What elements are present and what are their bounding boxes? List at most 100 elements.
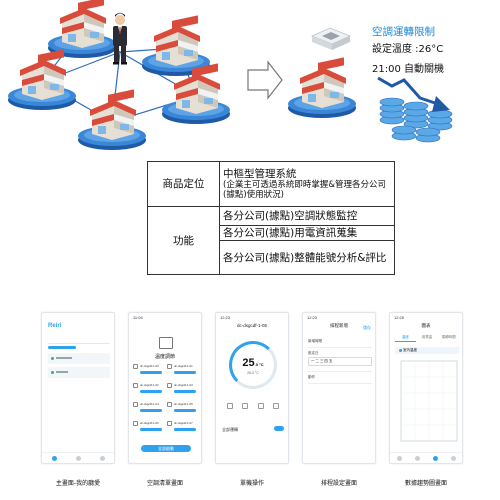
schedule-annotation: 21:00 自動關機 [372,64,444,75]
status-bar [42,313,114,321]
field-action[interactable]: 動作 [308,375,315,379]
timer-icon[interactable] [273,403,280,409]
function-row-3: 各分公司(據點)整體能號分析&評比 [148,240,395,275]
status-dot-icon [51,371,54,374]
tab-temperature[interactable]: 溫度 [395,335,416,342]
setpoint-annotation: 設定溫度 :26°C [372,44,444,55]
ac-unit-label: dc-dsgcdf-1-03 [174,383,193,387]
ac-unit-icon [133,421,138,426]
caption-home: 主畫面-我的廳愛 [55,480,101,487]
product-table: 商品定位 中樞型管理系統 (企業主可透過系統即時掌握&管理各分公司(據點)使用狀… [147,161,395,275]
positioning-main: 中樞型管理系統 [223,168,297,180]
nav-list-icon[interactable] [75,455,81,461]
ac-unit-icon [133,402,138,407]
power-toggle[interactable] [274,426,284,431]
brand-logo: Reiri [48,323,62,329]
list-item[interactable] [48,353,110,364]
chart-tabs: 溫度 用電量 運轉時間 [395,335,459,342]
ac-unit-card[interactable]: dc-dsgcdf-1-06 [133,420,165,436]
ac-unit-card[interactable]: dc-dsgcdf-1-01 [167,363,199,379]
ac-unit-icon [167,383,172,388]
ac-unit-status-bar [140,390,162,393]
tab-power[interactable]: 用電量 [421,335,433,339]
nav-settings-icon[interactable] [450,455,456,461]
positioning-content: 中樞型管理系統 (企業主可透過系統即時掌握&管理各分公司(據點)使用狀況) [219,161,395,207]
screen-trend-chart: 12:25 圖表 溫度 用電量 運轉時間 室內溫度 [389,312,463,464]
ac-unit-label: dc-dsgcdf-1-00 [140,364,159,368]
weekday-picker[interactable]: 一 二 三 四 五 [308,357,372,366]
mode-icon[interactable] [226,403,233,409]
screen-ac-list: 11:04 溫度調節 dc-dsgcdf-1-00 dc-dsgcdf-1-01 d… [128,312,202,464]
ceiling-ac-icon [310,27,352,50]
positioning-row: 商品定位 中樞型管理系統 (企業主可透過系統即時掌握&管理各分公司(據點)使用狀… [147,161,395,207]
declining-trend-arrow [377,76,450,112]
ac-unit-icon [167,402,172,407]
start-all-button[interactable]: 全部啟動 [141,445,191,452]
ac-unit-icon [159,337,173,349]
bottom-nav [390,452,462,463]
ac-unit-label: dc-dsgcdf-1-07 [174,421,193,425]
field-time[interactable]: 新增時間 [308,339,322,343]
nav-chart-icon[interactable] [432,455,438,461]
trend-chart-svg [400,360,458,442]
ac-unit-icon [133,383,138,388]
ac-unit-status-bar [174,428,196,431]
setpoint-value: 25.0 °C [242,357,264,369]
store-network-illustration: 空調運轉限制 設定溫度 :26°C 21:00 自動關機 [0,0,500,160]
caption-schedule: 排程設定畫面 [320,480,357,487]
ac-unit-card[interactable]: dc-dsgcdf-1-00 [133,363,165,379]
screen-schedule: 12:23 排程新增 儲存 新增時間 設定日 一 二 三 四 五 動作 [302,312,376,464]
ac-unit-status-bar [174,371,196,374]
ac-unit-icon [133,364,138,369]
list-heading: 溫度調節 [154,354,175,360]
ac-unit-card[interactable]: dc-dsgcdf-1-03 [167,382,199,398]
nav-list-icon[interactable] [414,455,420,461]
divider [48,343,110,344]
tab-active[interactable] [48,346,76,349]
save-button[interactable]: 儲存 [363,325,371,330]
ac-unit-status-bar [140,371,162,374]
ac-unit-label: dc-dsgcdf-1-05 [174,402,193,406]
positioning-sub: (企業主可透過系統即時掌握&管理各分公司(據點)使用狀況) [223,180,386,200]
nav-home-icon[interactable] [51,455,57,461]
room-temp: 26.0 °C [247,371,259,375]
screen-single-control: 12:23 dc-dsgcdf-1-05 25.0 °C 26.0 °C 全部運… [215,312,289,464]
bottom-nav [42,452,114,463]
businessman [113,13,127,65]
caption-trend-chart: 數據趨勢圖畫面 [404,480,447,487]
nav-settings-icon[interactable] [99,455,105,461]
ac-unit-card[interactable]: dc-dsgcdf-1-05 [167,401,199,417]
ac-unit-card[interactable]: dc-dsgcdf-1-07 [167,420,199,436]
ac-unit-card[interactable]: dc-dsgcdf-1-04 [133,401,165,417]
ac-unit-status-bar [174,409,196,412]
ac-unit-status-bar [140,428,162,431]
function-item: 各分公司(據點)用電資訊蒐集 [219,225,395,241]
swing-icon[interactable] [257,403,264,409]
illustration-svg [8,0,453,150]
caption-single-control: 單機操作 [239,480,264,487]
ac-unit-card[interactable]: dc-dsgcdf-1-02 [133,382,165,398]
status-bar: 12:23 [220,315,231,320]
device-title: dc-dsgcdf-1-05 [236,323,267,328]
status-bar: 11:04 [133,315,143,320]
status-dot-icon [51,357,54,360]
field-day[interactable]: 設定日 [308,351,319,355]
schedule-title: 排程新增 [330,323,348,328]
mode-buttons [222,403,284,415]
temperature-dial[interactable] [229,341,277,389]
ac-unit-label: dc-dsgcdf-1-06 [140,421,159,425]
function-item: 各分公司(據點)整體能號分析&評比 [219,240,395,275]
function-item: 各分公司(據點)空調狀態監控 [219,206,395,226]
nav-home-icon[interactable] [396,455,402,461]
ac-unit-icon [167,364,172,369]
tab-runtime[interactable]: 運轉時間 [441,335,456,339]
fan-icon[interactable] [242,403,249,409]
coin-stacks [379,97,453,143]
chart-grid [401,361,457,441]
function-label: 功能 [147,206,220,275]
ac-unit-label: dc-dsgcdf-1-04 [140,402,159,406]
ac-unit-status-bar [174,390,196,393]
function-row-1: 功能 各分公司(據點)空調狀態監控 [147,206,395,275]
list-item[interactable] [48,367,110,378]
ac-unit-label: dc-dsgcdf-1-02 [140,383,159,387]
